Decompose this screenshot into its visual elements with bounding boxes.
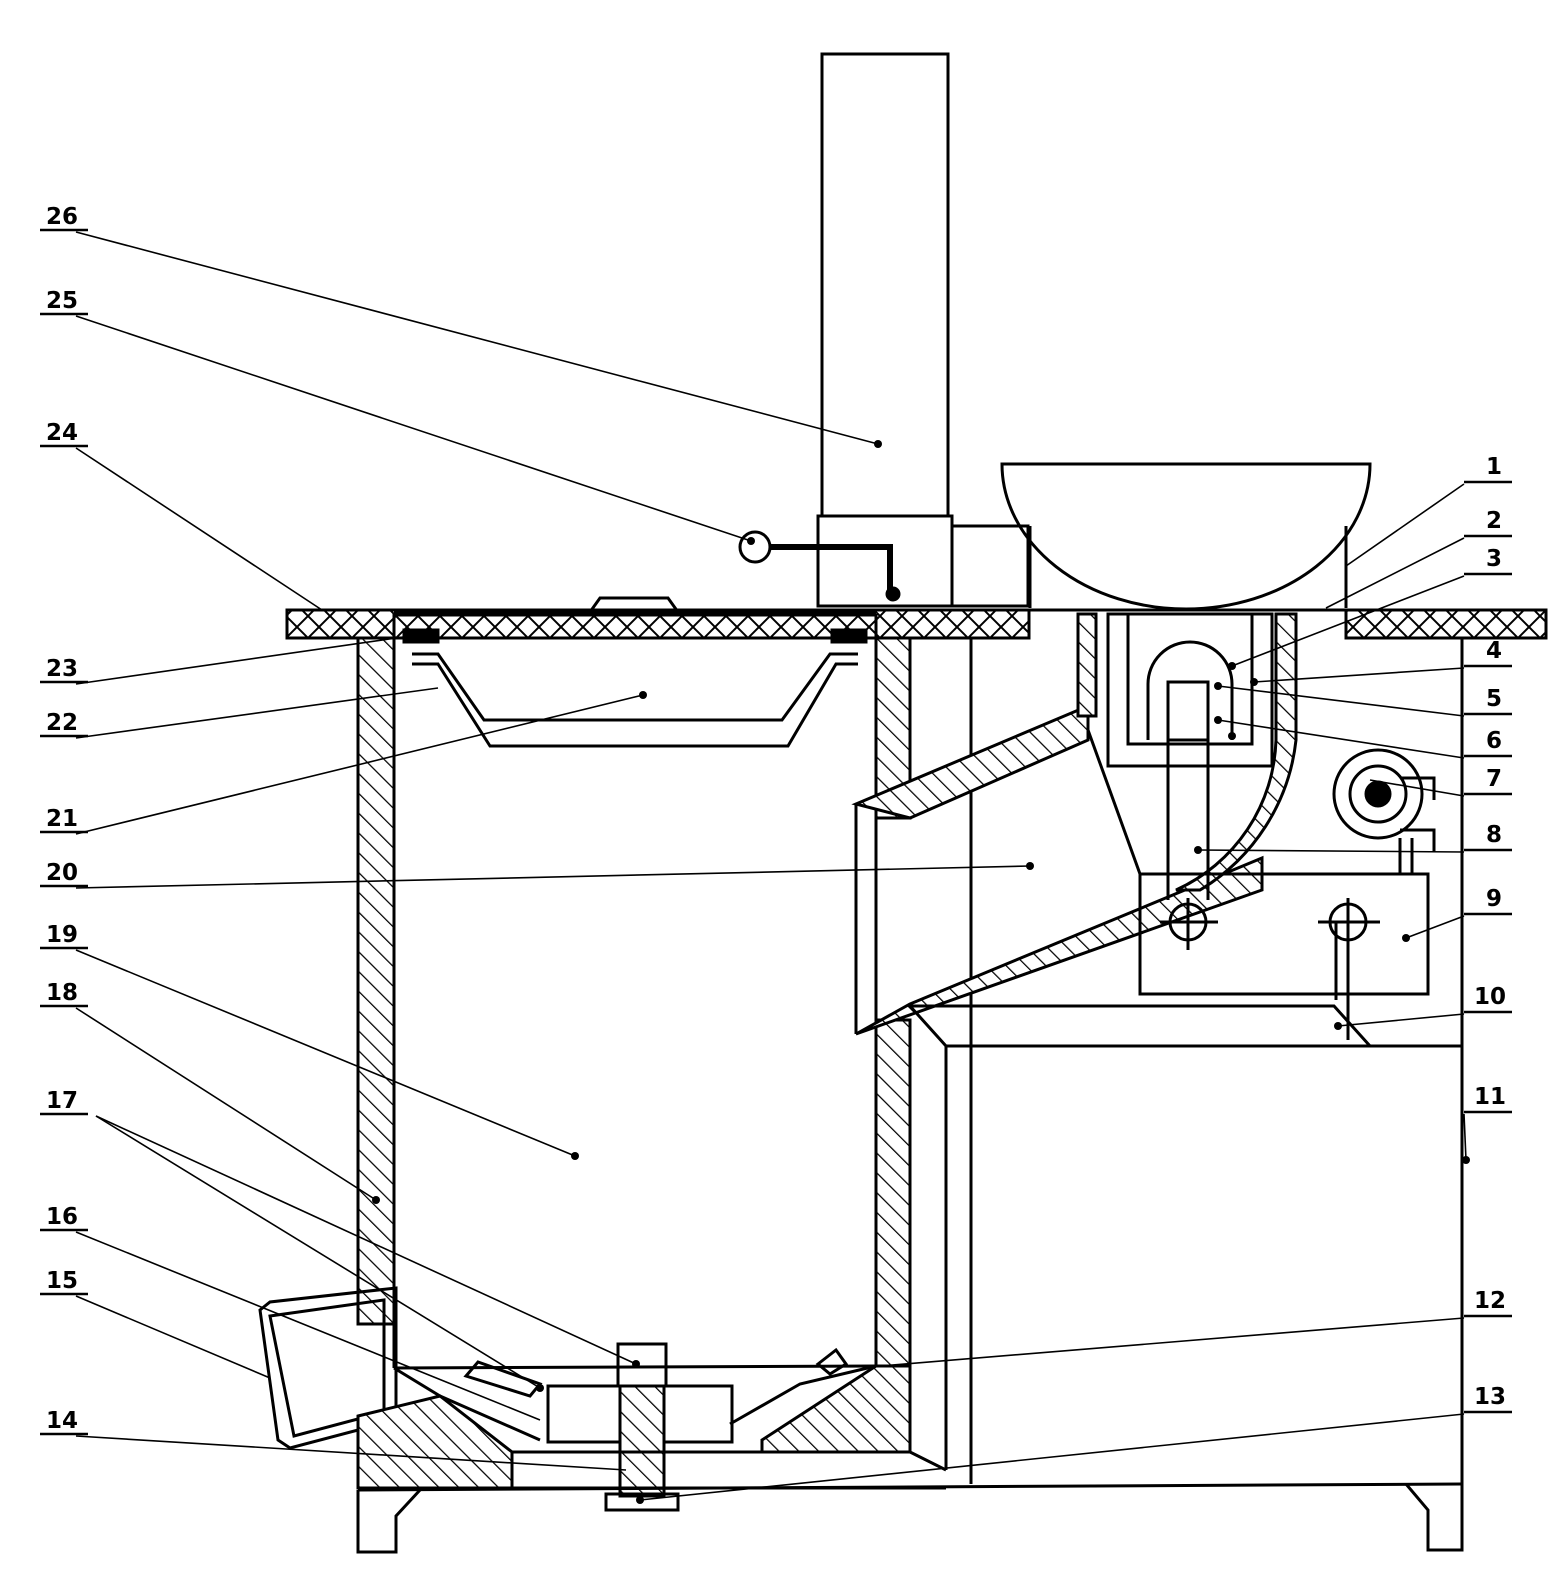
inclined-duct-bottom xyxy=(855,855,1264,1036)
bottom-insulation-left xyxy=(356,1394,514,1490)
leader-line-20 xyxy=(75,865,1031,889)
leader-line-18 xyxy=(75,1007,377,1201)
leader-line-9 xyxy=(1405,915,1465,939)
leader-line-6 xyxy=(1217,719,1465,759)
seal-ring-left xyxy=(402,628,440,644)
leader-line-19 xyxy=(75,949,576,1157)
chimney-base xyxy=(816,514,954,608)
callout-label-14: 14 xyxy=(46,1408,78,1434)
burner-dome xyxy=(1146,640,1234,740)
callout-labels: 1234567891011121314151617181920212223242… xyxy=(40,204,1512,1436)
wok-pot xyxy=(1000,462,1372,611)
burner-cone xyxy=(1086,729,1142,875)
callout-label-5: 5 xyxy=(1486,686,1502,712)
leader-line-15 xyxy=(75,1295,271,1379)
base-slope xyxy=(909,1450,947,1472)
leg-right xyxy=(1404,1483,1464,1552)
gauge-pipe-end xyxy=(885,586,901,602)
leader-line-3 xyxy=(1231,575,1465,667)
pressure-gauge xyxy=(738,530,772,564)
callout-label-18: 18 xyxy=(46,980,78,1006)
leader-line-14 xyxy=(75,1435,627,1471)
inner-right-insulation-wall-lower xyxy=(874,1018,912,1370)
rod-cap xyxy=(604,1492,680,1512)
burner-curve-wall xyxy=(1175,612,1298,892)
callout-label-20: 20 xyxy=(46,860,78,886)
inclined-duct-top xyxy=(851,703,1090,820)
leader-line-16 xyxy=(75,1231,541,1421)
blower-fan-outer xyxy=(1332,748,1424,840)
stove-top-plate-right xyxy=(1344,608,1548,640)
combustion-chamber-wall-left xyxy=(1076,612,1098,718)
callout-label-23: 23 xyxy=(46,656,78,682)
leader-line-17-b xyxy=(95,1115,541,1389)
leader-line-1 xyxy=(1345,483,1465,567)
leader-line-8 xyxy=(1197,849,1465,853)
callout-label-26: 26 xyxy=(46,204,78,230)
leader-line-23 xyxy=(75,635,411,685)
callout-label-11: 11 xyxy=(1474,1084,1506,1110)
leader-lines xyxy=(75,231,1467,1501)
leader-line-10 xyxy=(1337,1013,1465,1027)
bottom-insulation-right xyxy=(760,1364,912,1454)
callout-label-6: 6 xyxy=(1486,728,1502,754)
callout-label-21: 21 xyxy=(46,806,78,832)
blower-fan-hub xyxy=(1364,780,1392,808)
callout-label-9: 9 xyxy=(1486,886,1502,912)
callout-label-19: 19 xyxy=(46,922,78,948)
leader-line-21 xyxy=(75,694,644,835)
callout-label-7: 7 xyxy=(1486,766,1502,792)
leader-line-22 xyxy=(75,687,439,739)
steamer-tray xyxy=(412,652,858,722)
steamer-tray-outer xyxy=(412,662,858,748)
callout-label-13: 13 xyxy=(1474,1384,1506,1410)
blower-fan-inner xyxy=(1348,764,1408,824)
callout-label-2: 2 xyxy=(1486,508,1502,534)
fan-outlet xyxy=(1400,776,1436,852)
leader-line-7 xyxy=(1369,779,1465,797)
callout-label-1: 1 xyxy=(1486,454,1502,480)
burner-nozzle xyxy=(1166,680,1210,742)
leader-line-26 xyxy=(75,231,879,445)
leader-line-11 xyxy=(1463,1113,1467,1161)
callout-label-3: 3 xyxy=(1486,546,1502,572)
seal-ring-right xyxy=(830,628,868,644)
callout-label-25: 25 xyxy=(46,288,78,314)
flue-connector xyxy=(950,524,1030,608)
ignition-rod-housing xyxy=(616,1342,668,1388)
leader-line-2 xyxy=(1325,537,1465,609)
callout-label-10: 10 xyxy=(1474,984,1506,1010)
ignition-rod xyxy=(618,1384,666,1498)
grate-right-lug xyxy=(815,1347,849,1376)
funnel-left xyxy=(393,1366,541,1442)
control-box xyxy=(1138,872,1430,996)
left-insulation-wall xyxy=(356,636,396,1326)
callout-label-8: 8 xyxy=(1486,822,1502,848)
leader-line-5 xyxy=(1217,685,1465,717)
callout-label-12: 12 xyxy=(1474,1288,1506,1314)
leader-line-25 xyxy=(75,315,752,542)
callout-label-24: 24 xyxy=(46,420,78,446)
lid-handle xyxy=(588,596,680,613)
leader-line-24 xyxy=(75,447,323,611)
leader-line-12 xyxy=(879,1317,1465,1367)
gauge-pipe xyxy=(770,544,893,592)
leader-line-4 xyxy=(1253,667,1465,683)
shelf-plate xyxy=(906,1004,1374,1048)
funnel-right xyxy=(729,1364,877,1426)
leader-line-13 xyxy=(639,1413,1465,1501)
callout-label-4: 4 xyxy=(1486,638,1502,664)
leader-line-17 xyxy=(95,1115,637,1365)
chimney-pipe xyxy=(820,52,950,518)
callout-label-22: 22 xyxy=(46,710,78,736)
leg-left xyxy=(356,1488,422,1554)
callout-label-16: 16 xyxy=(46,1204,78,1230)
callout-label-17: 17 xyxy=(46,1088,78,1114)
callout-label-15: 15 xyxy=(46,1268,78,1294)
